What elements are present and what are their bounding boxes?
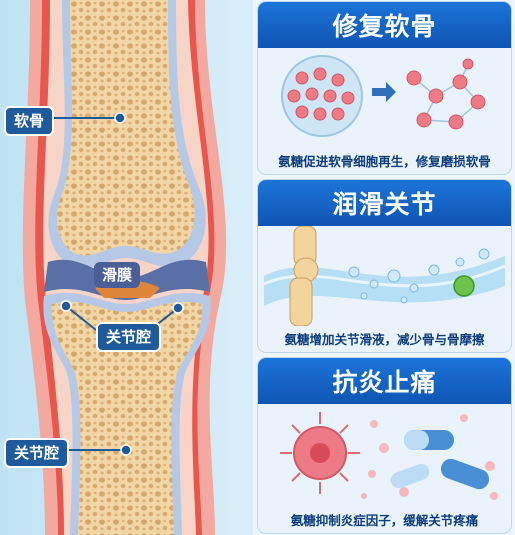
label-cartilage: 软骨 xyxy=(4,106,55,136)
panel-repair-cartilage: 修复软骨 xyxy=(258,2,511,174)
panel-title: 润滑关节 xyxy=(258,180,511,226)
panel-anti-inflammatory: 抗炎止痛 xyxy=(258,358,511,533)
label-synovium: 滑膜 xyxy=(94,262,141,288)
knee-joint-diagram xyxy=(0,0,253,535)
panel-caption: 氨糖抑制炎症因子，缓解关节疼痛 xyxy=(290,513,479,528)
knee-joint-illustration: 软骨 滑膜 关节腔 关节腔 xyxy=(0,0,253,535)
panel-caption: 氨糖促进软骨细胞再生，修复磨损软骨 xyxy=(278,154,491,169)
panel-lubricate-joint: 润滑关节 氨糖增加关节滑液，减少骨与骨摩擦 xyxy=(258,180,511,352)
lubrication-illustration xyxy=(264,226,505,326)
panel-title: 修复软骨 xyxy=(258,2,511,48)
label-joint-cavity-top: 关节腔 xyxy=(96,322,162,352)
label-joint-cavity-bottom: 关节腔 xyxy=(4,438,70,468)
panel-title: 抗炎止痛 xyxy=(258,358,511,404)
inflammation-illustration xyxy=(264,404,505,508)
panel-caption: 氨糖增加关节滑液，减少骨与骨摩擦 xyxy=(284,332,485,347)
cartilage-cells-illustration xyxy=(264,48,505,148)
